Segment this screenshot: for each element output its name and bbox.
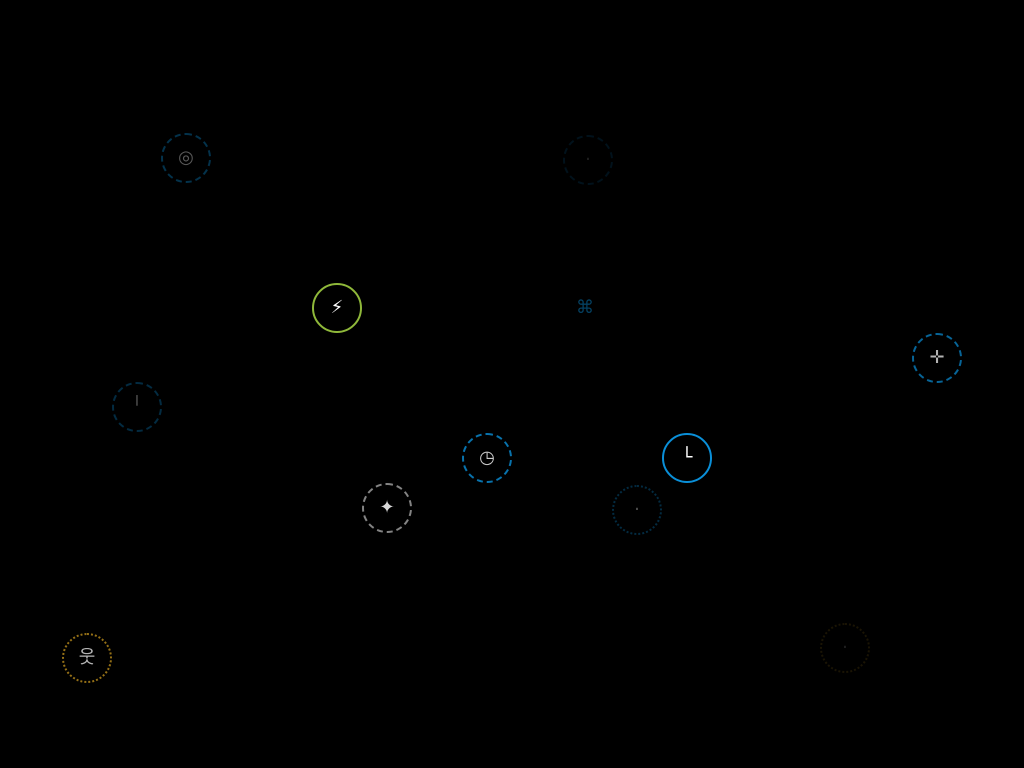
node-dot[interactable]: ╵ — [112, 382, 162, 432]
faint-icon: · — [842, 637, 848, 658]
faint-icon: · — [634, 499, 640, 520]
crosshair-icon: ✛ — [929, 347, 945, 368]
dot-icon: ╵ — [131, 396, 143, 417]
lightning-icon: ⚡ — [330, 297, 344, 318]
compass-icon: ✦ — [379, 497, 395, 518]
node-command[interactable]: ⌘ — [562, 285, 608, 331]
node-faint[interactable]: · — [563, 135, 613, 185]
clock-icon: ◷ — [479, 447, 495, 468]
faint-icon: · — [585, 149, 591, 170]
node-target[interactable]: ◎ — [161, 133, 211, 183]
node-faint[interactable]: · — [612, 485, 662, 535]
clock-icon: └ — [681, 447, 693, 468]
node-lightning[interactable]: ⚡ — [312, 283, 362, 333]
target-icon: ◎ — [178, 147, 194, 168]
node-people[interactable]: 웃 — [62, 633, 112, 683]
node-clock[interactable]: └ — [662, 433, 712, 483]
node-crosshair[interactable]: ✛ — [912, 333, 962, 383]
node-clock-dim[interactable]: ◷ — [462, 433, 512, 483]
node-faint[interactable]: · — [820, 623, 870, 673]
command-icon: ⌘ — [576, 297, 594, 318]
node-compass[interactable]: ✦ — [362, 483, 412, 533]
people-icon: 웃 — [78, 647, 96, 668]
